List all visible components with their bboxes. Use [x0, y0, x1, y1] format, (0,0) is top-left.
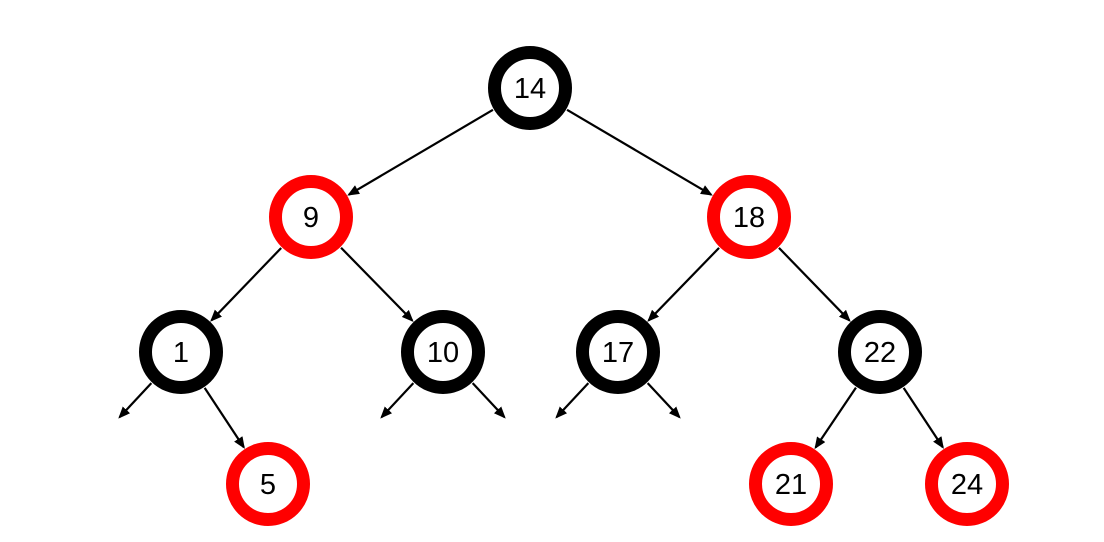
nodes-layer: 14 9 18 1 10 17 22 5 21 24 [139, 46, 1009, 526]
edge-n22-n24 [902, 387, 944, 449]
node-label: 18 [733, 202, 765, 234]
tree-node-21: 21 [749, 442, 833, 526]
null-edge-n10-left [380, 382, 415, 419]
node-label: 9 [303, 202, 319, 234]
null-edges-layer [118, 382, 681, 419]
null-edge-n10-right [471, 382, 506, 419]
tree-node-24: 24 [925, 442, 1009, 526]
edge-n22-n21 [814, 387, 857, 450]
edge-n9-n1 [210, 247, 282, 322]
node-ring-red [226, 442, 310, 526]
tree-node-10: 10 [401, 310, 485, 394]
edges-layer [203, 108, 944, 450]
tree-node-14: 14 [488, 46, 572, 130]
node-label: 24 [951, 469, 983, 501]
edge-n1-n5 [203, 387, 245, 449]
node-label: 1 [173, 337, 189, 369]
node-ring-black [488, 46, 572, 130]
edge-n9-n10 [340, 246, 414, 322]
edge-n14-n9 [347, 108, 494, 196]
edge-n18-n17 [647, 247, 720, 322]
edge-n14-n18 [566, 108, 713, 196]
node-ring-red [749, 442, 833, 526]
node-ring-red [925, 442, 1009, 526]
node-label: 10 [427, 337, 459, 369]
node-label: 14 [514, 73, 546, 105]
node-ring-black [401, 310, 485, 394]
node-ring-red [707, 175, 791, 259]
node-ring-red [269, 175, 353, 259]
tree-node-9: 9 [269, 175, 353, 259]
node-label: 17 [602, 337, 634, 369]
node-label: 5 [260, 469, 276, 501]
tree-node-17: 17 [576, 310, 660, 394]
node-ring-black [139, 310, 223, 394]
node-label: 21 [775, 469, 807, 501]
null-edge-n1-left [118, 382, 153, 419]
tree-node-22: 22 [838, 310, 922, 394]
tree-node-18: 18 [707, 175, 791, 259]
null-edge-n17-left [555, 382, 590, 419]
node-label: 22 [864, 337, 896, 369]
tree-node-5: 5 [226, 442, 310, 526]
node-ring-black [576, 310, 660, 394]
tree-node-1: 1 [139, 310, 223, 394]
node-ring-black [838, 310, 922, 394]
edge-n18-n22 [778, 247, 851, 322]
null-edge-n17-right [646, 382, 681, 419]
